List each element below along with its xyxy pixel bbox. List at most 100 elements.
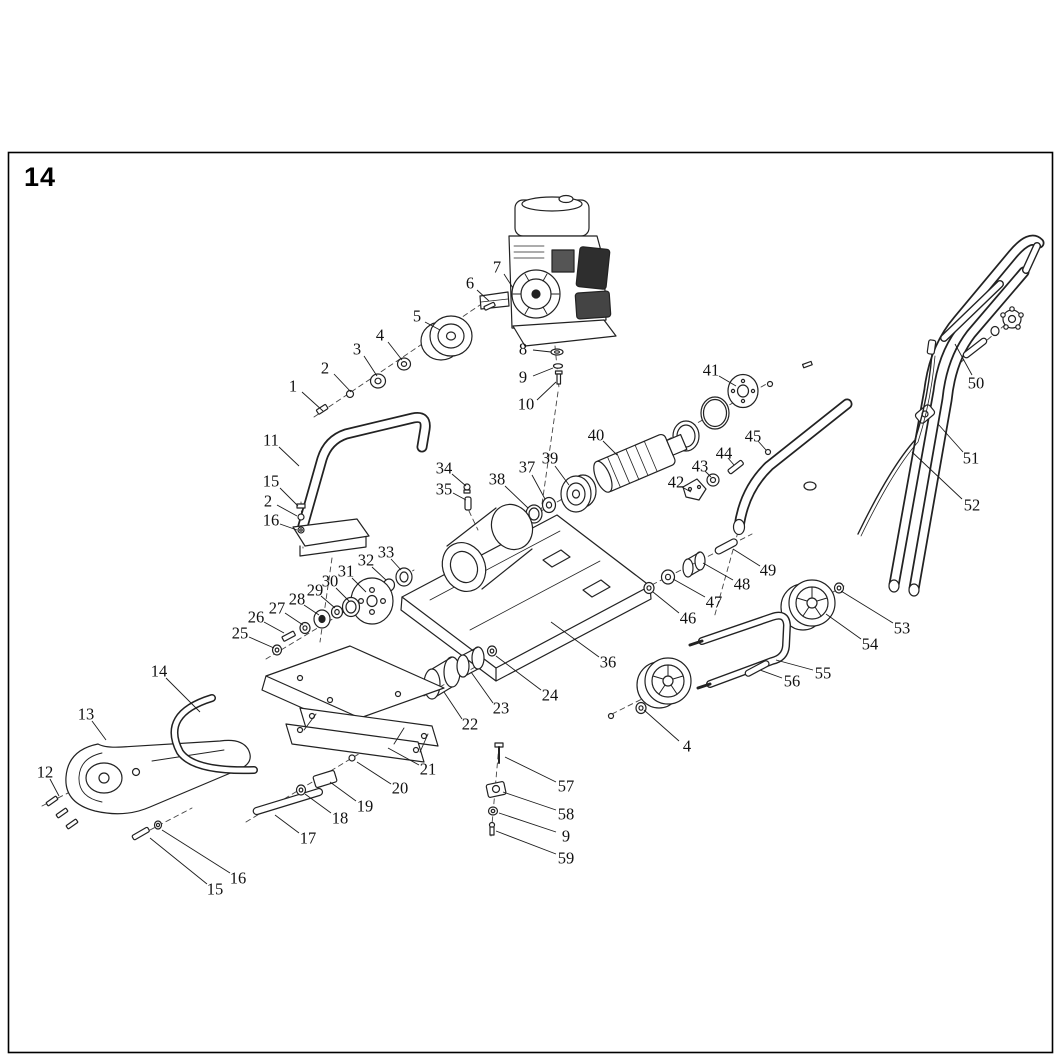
transport-wheel-right <box>780 579 845 631</box>
callout-31-30: 31 <box>338 562 355 581</box>
mid-handle-tube <box>682 360 853 536</box>
leader-line-37-17 <box>531 474 546 500</box>
callout-33-28: 33 <box>378 543 395 562</box>
leader-line-5-4 <box>424 321 441 331</box>
callout-28-33: 28 <box>289 590 306 609</box>
callout-17-56: 17 <box>300 829 317 848</box>
callout-48-38: 48 <box>734 575 751 594</box>
leader-line-7-6 <box>503 273 514 289</box>
leader-line-27-34 <box>284 612 304 626</box>
leader-line-45-24 <box>757 440 767 451</box>
callout-4-3: 4 <box>376 326 384 345</box>
callout-3-2: 3 <box>353 340 361 359</box>
leader-line-58-58 <box>502 791 557 811</box>
belt-guard <box>65 739 251 815</box>
callout-39-18: 39 <box>542 449 559 468</box>
callout-19-54: 19 <box>357 797 374 816</box>
callout-50-25: 50 <box>968 374 985 393</box>
star-knob <box>962 306 1024 359</box>
leader-line-57-57 <box>504 756 557 783</box>
callout-20-53: 20 <box>392 779 409 798</box>
leader-line-33-28 <box>390 558 402 571</box>
leader-line-4-3 <box>387 341 403 361</box>
callout-46-40: 46 <box>680 609 697 628</box>
leader-line-1-0 <box>301 391 324 412</box>
callout-4-61: 4 <box>683 737 691 756</box>
leader-line-14-49 <box>165 677 201 713</box>
callout-11-10: 11 <box>263 431 279 450</box>
callout-22-46: 22 <box>462 715 479 734</box>
leader-line-51-26 <box>937 423 964 453</box>
callout-9-8: 9 <box>519 368 527 387</box>
callout-13-50: 13 <box>78 705 95 724</box>
leader-line-50-25 <box>954 343 973 376</box>
leader-line-46-40 <box>652 591 680 614</box>
leader-line-30-31 <box>335 587 350 602</box>
leader-line-25-36 <box>248 636 275 649</box>
guard-bolts <box>45 795 163 841</box>
callout-26-35: 26 <box>248 608 265 627</box>
throttle-lever <box>914 404 936 424</box>
leader-line-16-62 <box>161 829 231 874</box>
callout-18-55: 18 <box>332 809 349 828</box>
callout-12-51: 12 <box>37 763 54 782</box>
callout-57-57: 57 <box>558 777 575 796</box>
callout-38-16: 38 <box>489 470 506 489</box>
leader-line-22-46 <box>443 691 463 720</box>
callout-6-5: 6 <box>466 274 474 293</box>
leader-line-20-53 <box>356 761 392 785</box>
throttle-cable <box>857 339 937 537</box>
leader-line-52-27 <box>911 451 963 500</box>
callout-9-59: 9 <box>562 827 570 846</box>
callout-15-11: 15 <box>263 472 280 491</box>
callout-40-19: 40 <box>588 426 605 445</box>
leader-line-13-50 <box>91 720 107 741</box>
leader-line-9-8 <box>532 367 554 377</box>
leader-line-6-5 <box>476 289 490 302</box>
callout-51-26: 51 <box>963 449 980 468</box>
leader-line-55-47 <box>775 659 814 671</box>
leader-line-44-23 <box>727 457 735 466</box>
leader-line-3-2 <box>363 355 378 377</box>
lift-handle <box>170 694 258 775</box>
leader-line-29-32 <box>320 595 336 609</box>
callout-44-23: 44 <box>716 444 733 463</box>
callout-8-7: 8 <box>519 340 527 359</box>
leader-line-56-48 <box>759 669 783 679</box>
callout-16-13: 16 <box>263 511 280 530</box>
callout-52-27: 52 <box>964 496 981 515</box>
leader-line-2-1 <box>333 373 352 393</box>
callout-36-43: 36 <box>600 653 617 672</box>
leader-line-24-44 <box>495 655 542 691</box>
spacer-set <box>643 538 738 595</box>
callout-56-48: 56 <box>784 672 801 691</box>
callout-2-12: 2 <box>264 492 272 511</box>
callout-16-62: 16 <box>230 869 247 888</box>
upper-handle <box>292 412 431 557</box>
callout-24-44: 24 <box>542 686 559 705</box>
callout-5-4: 5 <box>413 307 421 326</box>
callout-23-45: 23 <box>493 699 510 718</box>
leader-line-42-21 <box>681 486 692 493</box>
leader-line-12-51 <box>49 778 60 797</box>
callout-37-17: 37 <box>519 458 536 477</box>
callout-10-9: 10 <box>518 395 535 414</box>
leader-line-39-18 <box>554 465 570 486</box>
callout-29-32: 29 <box>307 581 324 600</box>
leader-line-19-54 <box>329 781 357 802</box>
leader-line-53-41 <box>840 590 894 624</box>
exciter-assembly <box>463 433 688 524</box>
leader-line-11-10 <box>278 446 300 467</box>
callout-53-41: 53 <box>894 619 911 638</box>
main-handlebar <box>888 234 1045 597</box>
leader-line-8-7 <box>532 349 552 353</box>
leader-line-31-30 <box>351 577 367 593</box>
callout-41-20: 41 <box>703 361 720 380</box>
page-title: 14 <box>24 162 57 192</box>
leader-line-26-35 <box>263 621 285 634</box>
leader-line-10-9 <box>536 381 557 401</box>
leader-line-28-33 <box>303 604 320 616</box>
